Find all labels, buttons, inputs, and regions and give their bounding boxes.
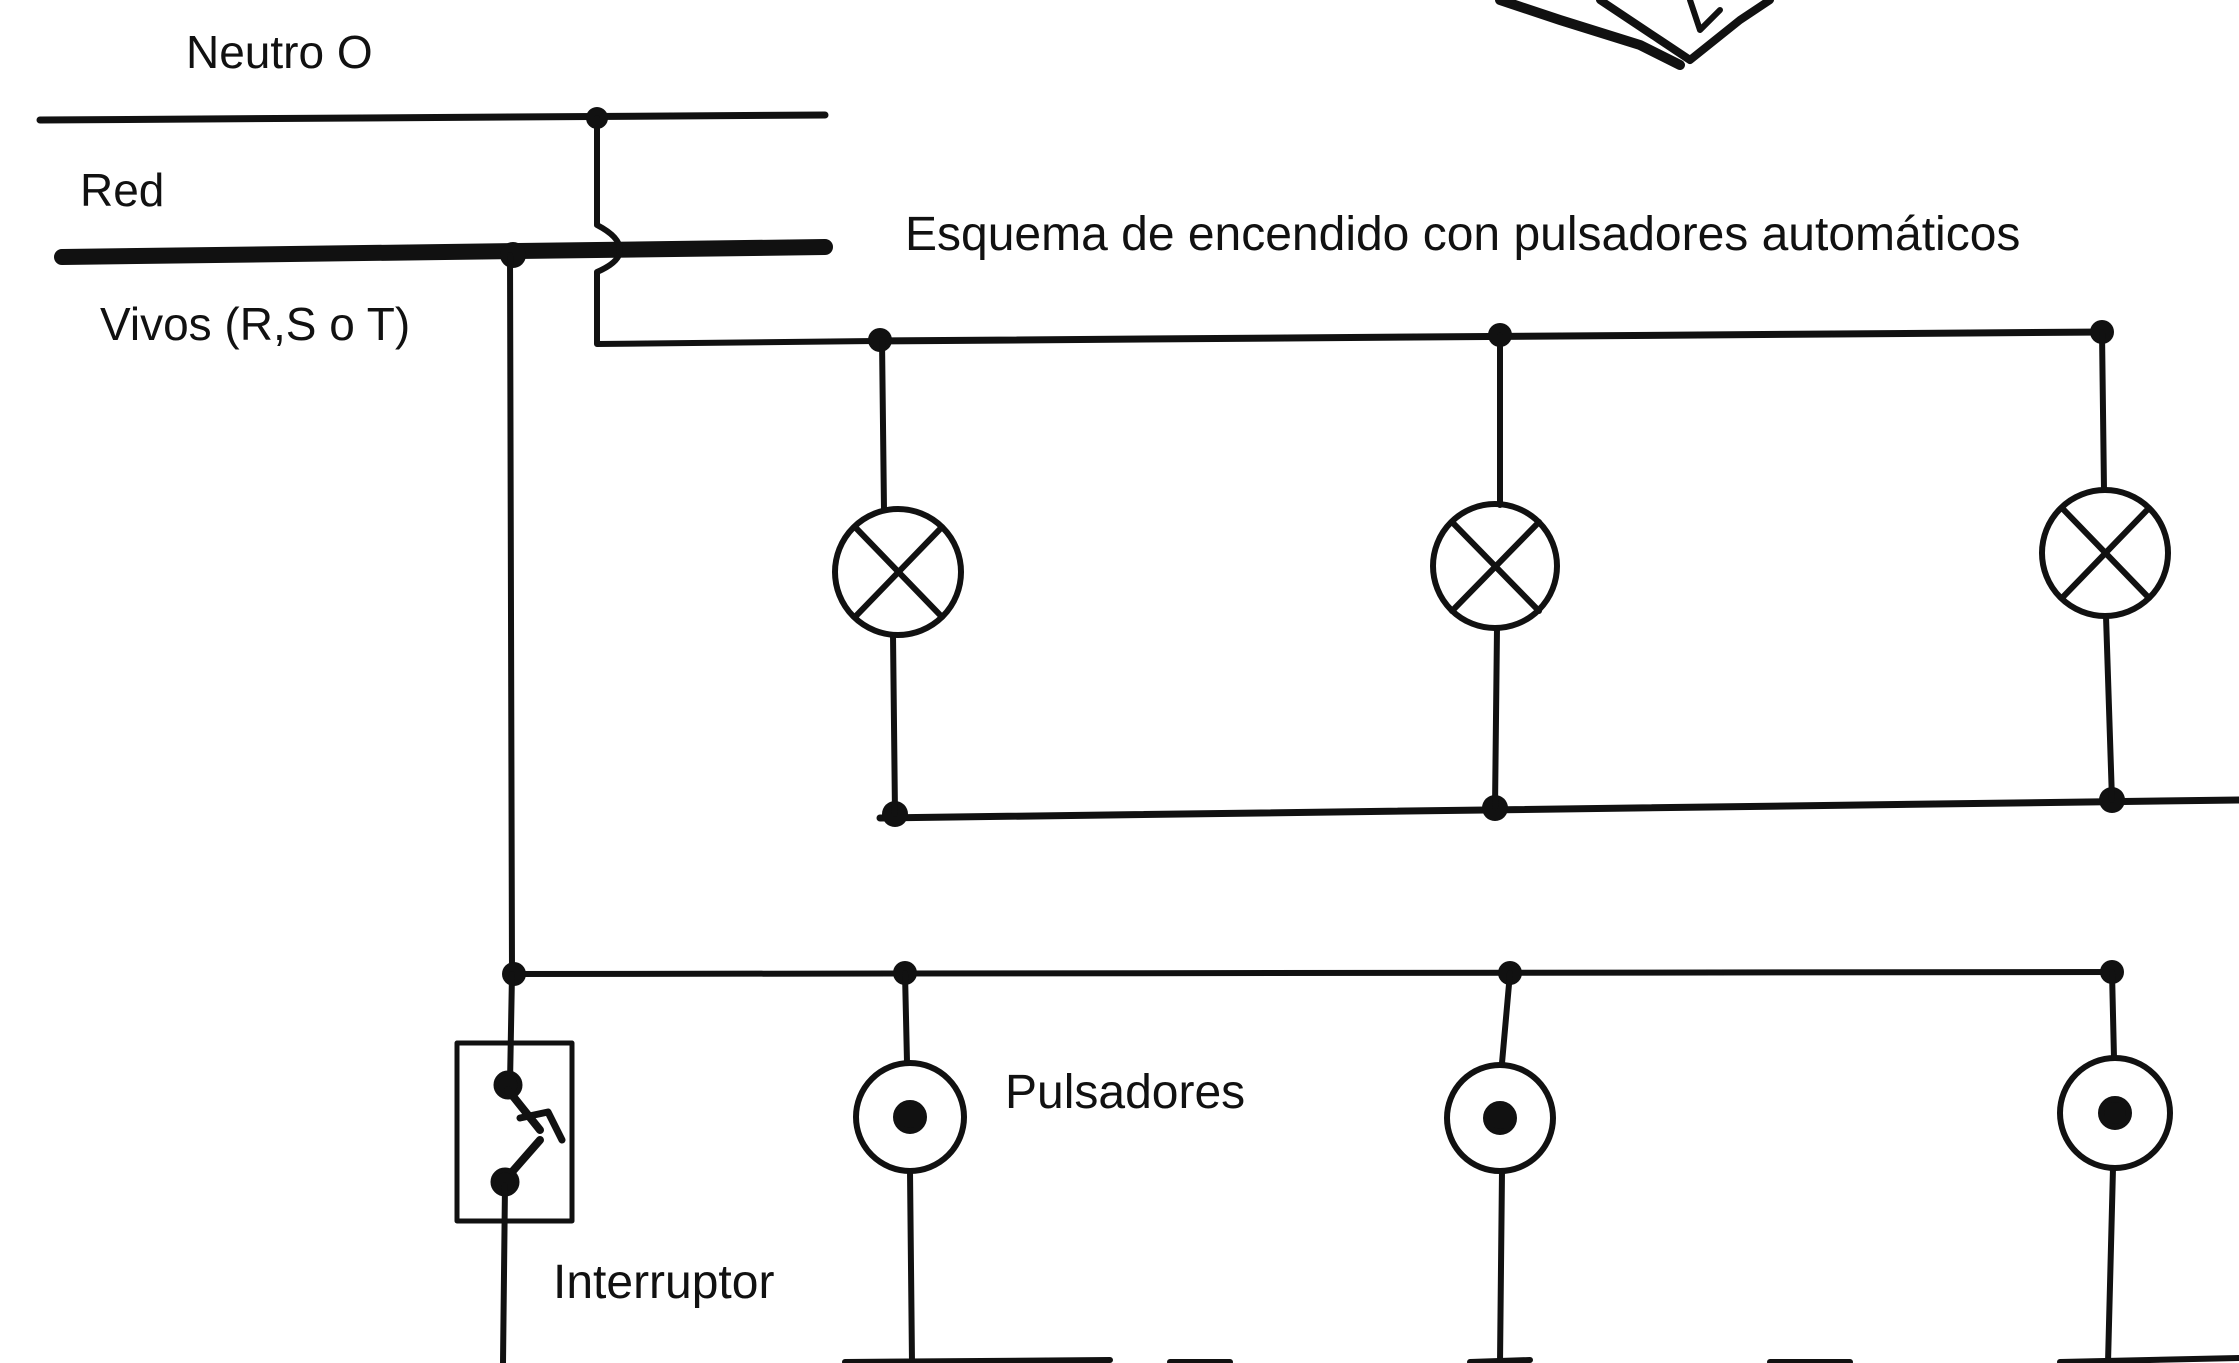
- neutral-label: Neutro O: [186, 26, 373, 78]
- switch-label: Interruptor: [553, 1256, 774, 1309]
- lamp-2: [1430, 332, 1560, 811]
- lamp-3: [2039, 329, 2171, 803]
- diagram-title: Esquema de encendido con pulsadores auto…: [905, 208, 2020, 261]
- network-label: Red: [80, 164, 164, 216]
- pushbutton-3: [2057, 969, 2173, 1363]
- live-bus: [54, 239, 833, 265]
- bottom-bus-fragments: [842, 1355, 2239, 1363]
- pushbutton-bus: [509, 969, 2118, 977]
- pushbuttons-label: Pulsadores: [1005, 1066, 1245, 1119]
- lamp-bottom-bus: [876, 796, 2239, 822]
- neutral-drop-wire: [594, 115, 878, 347]
- live-label: Vivos (R,S o T): [100, 298, 410, 350]
- live-vertical-wire: [507, 252, 515, 977]
- pushbutton-2: [1444, 970, 1556, 1363]
- switch: [454, 971, 575, 1363]
- neutral-bus: [36, 111, 829, 124]
- lamp-1: [832, 337, 964, 817]
- pushbutton-1: [853, 970, 967, 1363]
- partial-top-drawing: [1495, 0, 1774, 70]
